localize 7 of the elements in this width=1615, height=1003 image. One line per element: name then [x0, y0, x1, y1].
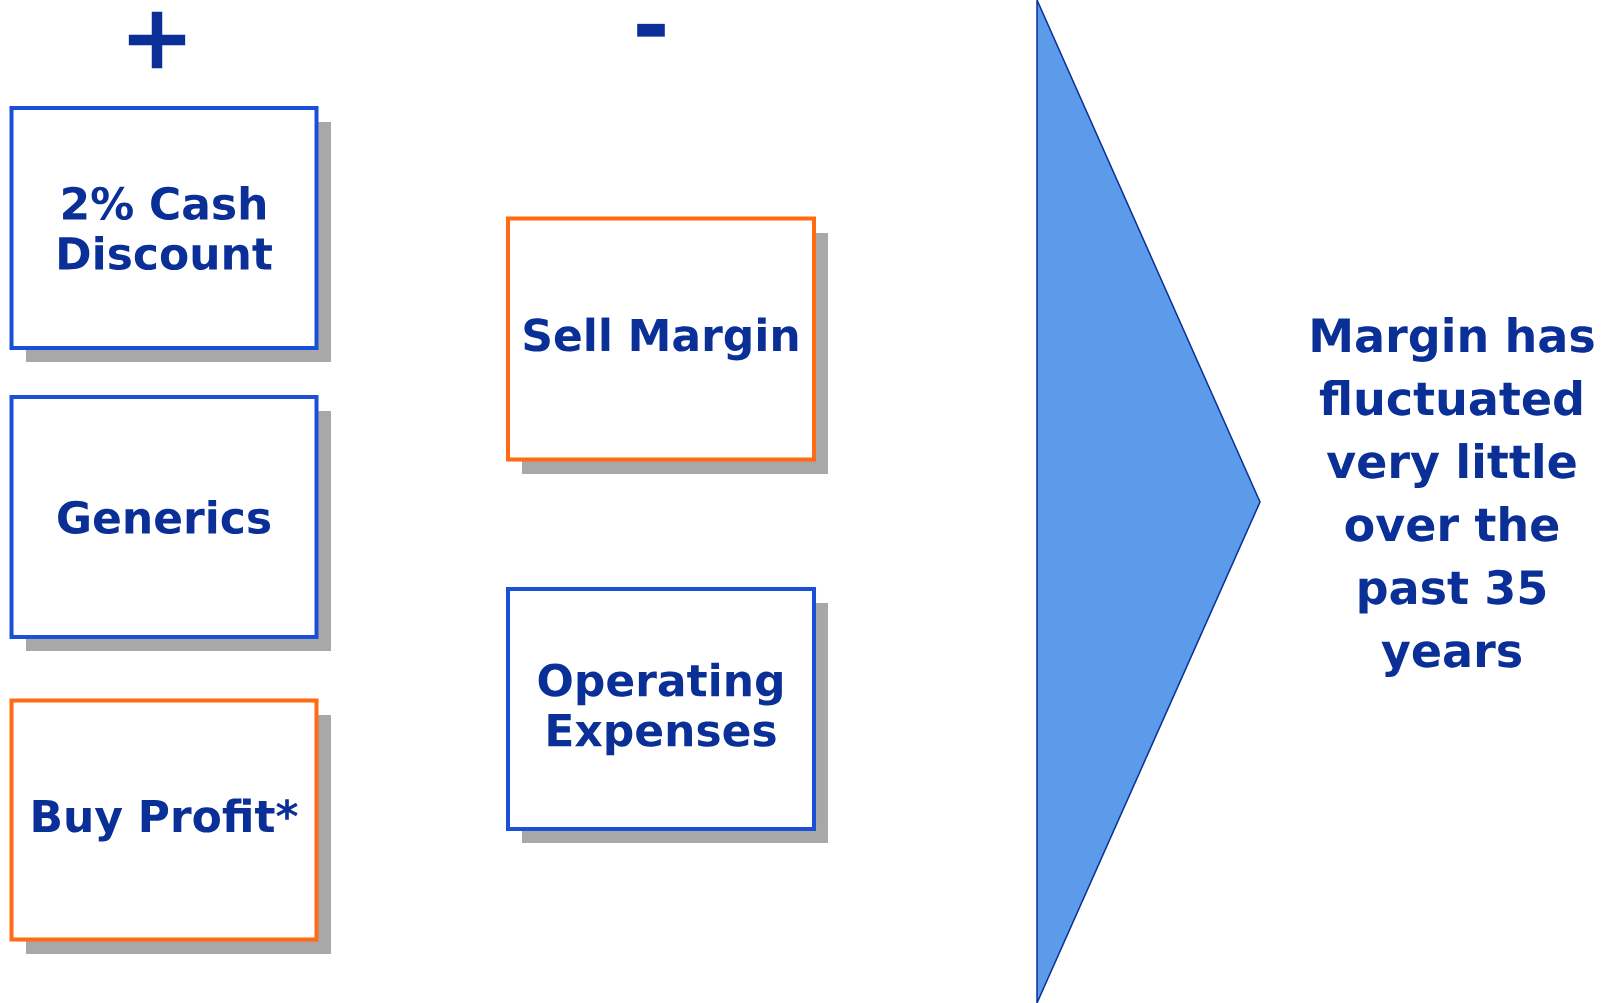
text-box: 2% Cash Discount	[9, 106, 331, 362]
text-box: Generics	[9, 395, 331, 651]
sign-minus: -	[637, 23, 665, 37]
text-box: Buy Profit*	[9, 698, 331, 954]
conclusion-text: Margin has fluctuated very little over the past 35 years	[1312, 317, 1594, 677]
text-box: Operating Expenses	[506, 587, 828, 843]
text-box: Sell Margin	[506, 216, 828, 474]
